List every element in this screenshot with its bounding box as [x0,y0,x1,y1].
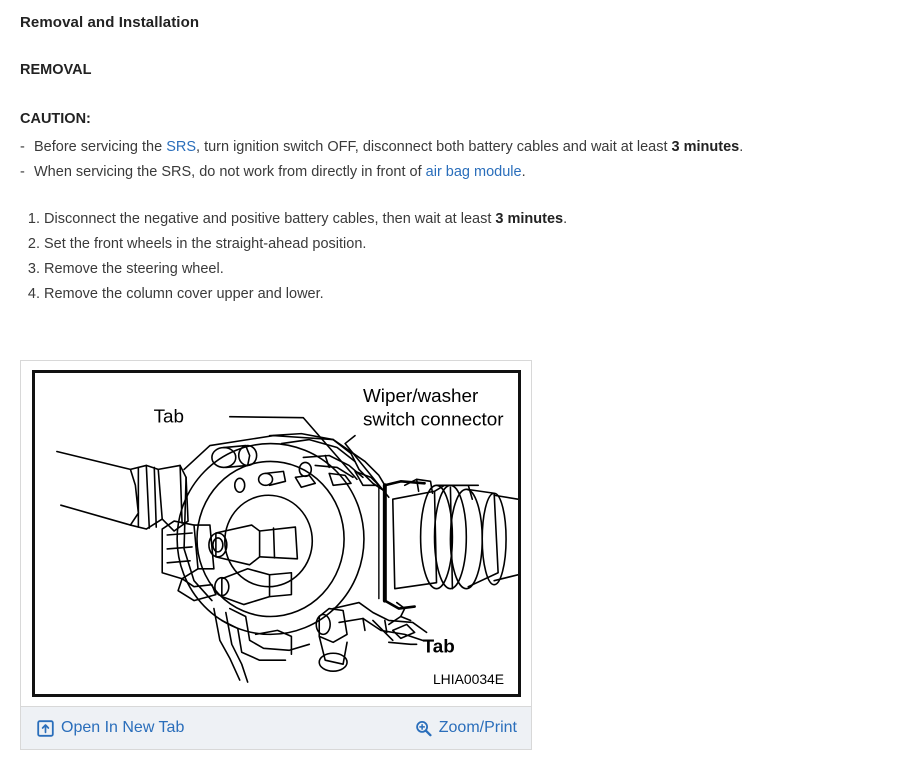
link-srs[interactable]: SRS [166,139,197,155]
figure-label-tab-top: Tab [154,407,184,428]
bullet-dash: - [20,139,25,155]
step-number: 1. [27,211,40,227]
figure-label-connector-line2: switch connector [363,410,504,431]
caution-item: -When servicing the SRS, do not work fro… [20,160,916,185]
caution-text-post: . [739,139,744,155]
caution-text-pre: Before servicing the [34,139,167,155]
step-number: 4. [27,286,40,302]
step-text-pre: Remove the column cover upper and lower. [44,286,324,302]
step-text-pre: Disconnect the negative and positive bat… [44,211,496,227]
zoom-in-magnifier-icon [415,720,432,737]
step-text-post: . [563,211,568,227]
caution-item: -Before servicing the SRS, turn ignition… [20,135,916,160]
zoom-print-button[interactable]: Zoom/Print [415,720,517,737]
open-in-new-tab-button[interactable]: Open In New Tab [37,720,184,737]
caution-text-pre: When servicing the SRS, do not work from… [34,164,426,180]
step-bold-duration: 3 minutes [495,211,564,227]
bullet-dash: - [20,164,25,180]
figure-label-tab-bottom: Tab [423,636,455,657]
zoom-print-label: Zoom/Print [438,719,517,736]
list-item: 1.Disconnect the negative and positive b… [20,207,916,232]
open-in-new-tab-label: Open In New Tab [61,719,185,736]
figure-image-frame: Tab Wiper/washer switch connector Tab LH… [32,370,521,697]
step-text-pre: Remove the steering wheel. [44,261,224,277]
step-number: 2. [27,236,40,252]
caution-text-mid: , turn ignition switch OFF, disconnect b… [196,139,672,155]
figure-panel: Tab Wiper/washer switch connector Tab LH… [20,360,532,750]
section-heading-removal: REMOVAL [20,62,92,78]
document-body: Removal and Installation REMOVAL CAUTION… [0,0,916,307]
figure-label-connector-line1: Wiper/washer [363,386,478,407]
removal-steps-list: 1.Disconnect the negative and positive b… [20,207,916,307]
step-number: 3. [27,261,40,277]
list-item: 2.Set the front wheels in the straight-a… [20,232,916,257]
open-in-new-tab-icon [37,719,54,737]
caution-bold-duration: 3 minutes [671,139,740,155]
link-air-bag-module[interactable]: air bag module [425,164,522,180]
list-item: 3.Remove the steering wheel. [20,257,916,282]
page-title: Removal and Installation [20,14,200,31]
step-text-pre: Set the front wheels in the straight-ahe… [44,236,367,252]
figure-toolbar: Open In New Tab Zoom/Print [21,706,531,749]
steering-column-spiral-cable-diagram: Tab Wiper/washer switch connector Tab LH… [56,386,518,687]
caution-text-post: . [521,164,526,180]
figure-part-code: LHIA0034E [433,671,504,687]
caution-heading: CAUTION: [20,111,91,127]
caution-list: -Before servicing the SRS, turn ignition… [20,135,916,185]
list-item: 4.Remove the column cover upper and lowe… [20,282,916,307]
